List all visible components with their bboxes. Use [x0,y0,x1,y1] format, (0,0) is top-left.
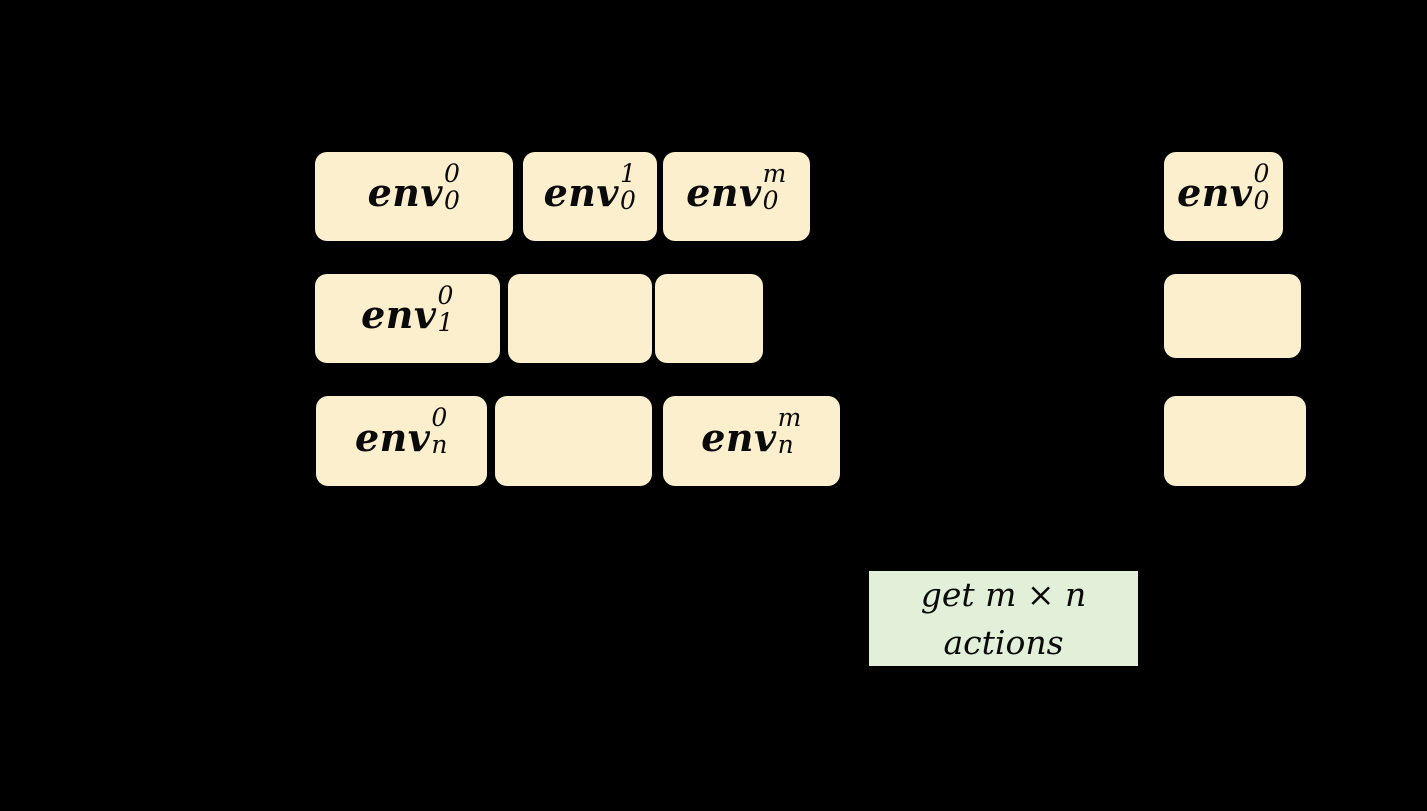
env-superscript: 0 [443,158,461,188]
get-actions-line-1: get m × n [920,574,1087,614]
env-base: env [543,170,619,215]
env-column-cell-1[interactable] [1164,274,1301,358]
get-actions-line-2: actions [943,622,1064,662]
env-superscript: 0 [1253,158,1270,188]
env-subscript: 0 [762,185,779,215]
env-superscript: m [777,403,802,432]
env-base: env [701,414,777,460]
get-actions-label: get m × n actions [909,571,1099,667]
env-subscript: 0 [1253,185,1270,215]
env-base: env [361,292,437,337]
env-base: env [367,170,443,215]
env-cell-r2c1[interactable] [495,396,652,486]
env-subscript: 1 [437,307,454,337]
env-subscript: n [431,430,448,459]
get-actions-box[interactable]: get m × n actions [869,571,1138,666]
env-base: env [686,170,762,215]
env-subscript: 0 [619,185,637,215]
env-superscript: 0 [431,403,448,432]
env-column-cell-2[interactable] [1164,396,1306,486]
env-superscript: 0 [437,280,454,310]
env-subscript: n [777,430,795,459]
env-base: env [355,414,431,460]
env-superscript: 1 [619,158,637,188]
env-subscript: 0 [443,185,461,215]
env-cell-r1c1[interactable] [508,274,652,363]
env-superscript: m [762,158,787,188]
env-base: env [1177,170,1253,215]
env-cell-r1c2[interactable] [655,274,763,363]
